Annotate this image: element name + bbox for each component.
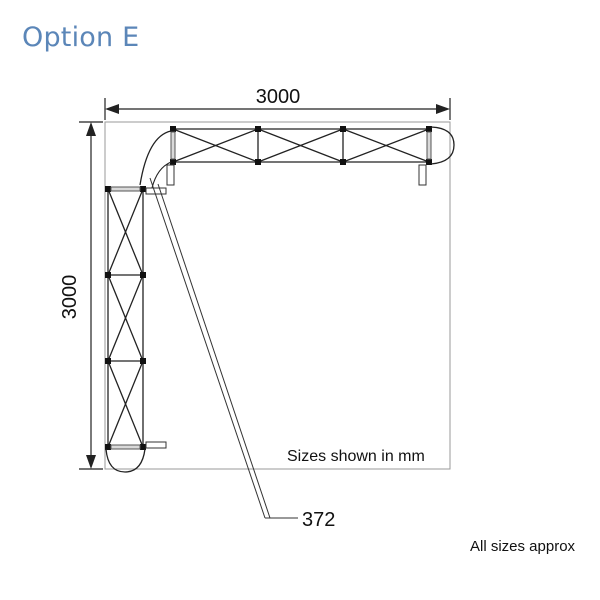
top-frame [172,128,430,163]
height-dimension [79,121,103,470]
callout-leader [149,177,298,519]
corner-connector [139,130,172,186]
corner-connector-inner [151,161,172,189]
left-bottom-end-cap [105,448,146,473]
units-note: Sizes shown in mm [287,448,425,465]
top-frame-nodes [170,126,432,165]
width-dimension-label: 3000 [256,86,301,108]
left-frame-end-bars [110,186,141,450]
top-right-end-cap [430,126,455,165]
left-frame [107,188,144,448]
left-frame-feet [145,187,167,449]
width-dimension [104,98,451,120]
left-frame-nodes [105,186,146,450]
stand-boundary [104,121,451,470]
top-frame-end-bars [170,131,432,160]
approx-note: All sizes approx [470,538,576,555]
top-frame-feet [166,164,427,186]
callout-label: 372 [302,509,335,531]
page-title: Option E [22,22,140,53]
height-dimension-label: 3000 [59,275,81,320]
